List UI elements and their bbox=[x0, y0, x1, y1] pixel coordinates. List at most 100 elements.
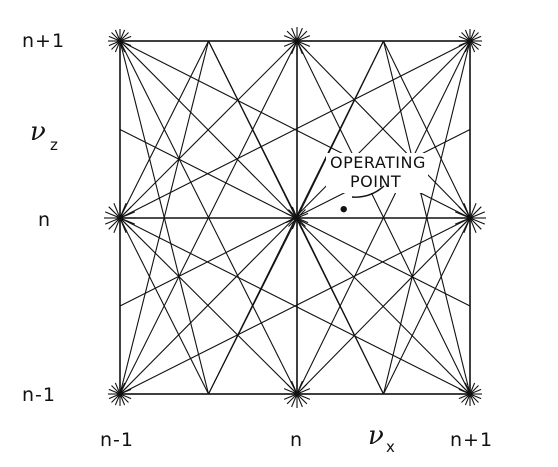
node-spike bbox=[469, 393, 482, 400]
node-spike bbox=[119, 393, 126, 406]
node-spike bbox=[454, 211, 471, 219]
node-spike bbox=[296, 380, 303, 395]
node-spike bbox=[469, 211, 486, 219]
node-spike bbox=[111, 385, 121, 395]
resonance-line bbox=[119, 40, 298, 219]
node-spike bbox=[464, 393, 471, 406]
node-spike bbox=[119, 32, 129, 42]
node-spike bbox=[296, 40, 311, 47]
node-spike bbox=[469, 35, 482, 42]
y-tick-label-bottom: n-1 bbox=[22, 384, 56, 406]
node-spike bbox=[296, 388, 311, 395]
node-spike bbox=[286, 40, 298, 52]
node-spike bbox=[119, 211, 136, 219]
resonance-line bbox=[208, 217, 298, 395]
node-spike bbox=[461, 385, 471, 395]
resonance-line bbox=[296, 40, 384, 219]
annotation-background bbox=[326, 153, 428, 193]
grid-frame bbox=[119, 40, 471, 395]
node-spike bbox=[296, 393, 303, 408]
node-spike bbox=[104, 211, 121, 219]
node-spike bbox=[291, 40, 298, 55]
node-spike bbox=[108, 217, 121, 230]
resonance-line bbox=[208, 40, 298, 219]
node-spike bbox=[119, 202, 127, 219]
node-spike bbox=[119, 217, 127, 234]
annotation-leader-line bbox=[351, 185, 385, 198]
node-spike bbox=[461, 393, 471, 403]
node-spike bbox=[119, 217, 132, 230]
node-spike bbox=[288, 209, 298, 219]
node-spike bbox=[469, 393, 476, 406]
node-spike bbox=[469, 388, 482, 395]
node-spike bbox=[296, 393, 308, 405]
node-spike bbox=[296, 40, 308, 52]
node-spike bbox=[119, 385, 129, 395]
node-spike bbox=[283, 393, 298, 400]
node-spike bbox=[283, 388, 298, 395]
resonance-line bbox=[383, 217, 471, 395]
node-spike bbox=[108, 393, 121, 400]
node-spike bbox=[458, 206, 471, 219]
node-spike bbox=[296, 209, 306, 219]
node-spike bbox=[286, 393, 298, 405]
node-spike bbox=[469, 206, 482, 219]
resonance-line bbox=[119, 217, 471, 395]
node-spike bbox=[469, 217, 482, 230]
node-spike bbox=[296, 35, 311, 42]
node-spike bbox=[463, 217, 471, 234]
operating-point-annotation: OPERATING POINT bbox=[326, 153, 428, 213]
y-axis-label: ν z bbox=[30, 117, 58, 154]
node-spike bbox=[114, 29, 121, 42]
x-axis-subscript: x bbox=[386, 438, 395, 456]
annotation-line-2: POINT bbox=[350, 172, 401, 191]
y-axis-symbol: ν bbox=[30, 117, 46, 147]
x-axis-symbol: ν bbox=[368, 421, 384, 451]
node-spike bbox=[458, 217, 471, 230]
node-spike bbox=[111, 40, 121, 50]
node-spike bbox=[104, 217, 121, 225]
node-spike bbox=[461, 32, 471, 42]
node-spike bbox=[108, 206, 121, 219]
node-spike bbox=[119, 206, 132, 219]
node-spike bbox=[469, 202, 477, 219]
resonance-line bbox=[296, 40, 471, 219]
node-spike bbox=[469, 385, 479, 395]
node-spike bbox=[119, 40, 129, 50]
y-tick-label-top: n+1 bbox=[22, 30, 65, 52]
node-spike bbox=[291, 380, 298, 395]
x-tick-label-middle: n bbox=[290, 429, 303, 451]
node-spike bbox=[283, 35, 298, 42]
operating-point-marker bbox=[340, 205, 347, 213]
x-tick-label-left: n-1 bbox=[100, 429, 134, 451]
node-spike bbox=[111, 393, 121, 403]
y-tick-label-middle: n bbox=[38, 209, 51, 231]
node-spike bbox=[108, 388, 121, 395]
node-spike bbox=[469, 393, 479, 403]
x-tick-label-right: n+1 bbox=[450, 429, 493, 451]
node-spike bbox=[469, 40, 482, 47]
node-spike bbox=[454, 217, 471, 225]
annotation-line-1: OPERATING bbox=[330, 153, 426, 172]
node-spike bbox=[296, 217, 306, 227]
resonance-line bbox=[119, 40, 209, 219]
node-spike bbox=[296, 30, 308, 42]
resonance-line bbox=[383, 40, 471, 219]
node-spike bbox=[119, 217, 136, 225]
node-spike bbox=[119, 29, 126, 42]
resonance-line bbox=[296, 217, 471, 395]
node-spike bbox=[283, 40, 298, 47]
node-spike bbox=[464, 29, 471, 42]
node-spike bbox=[469, 32, 479, 42]
node-spike bbox=[108, 40, 121, 47]
y-axis-subscript: z bbox=[50, 136, 58, 154]
node-spike bbox=[296, 27, 303, 42]
node-spike bbox=[114, 393, 121, 406]
node-spike bbox=[291, 393, 298, 408]
node-spike bbox=[111, 32, 121, 42]
node-spike bbox=[296, 393, 311, 400]
node-spike bbox=[288, 217, 298, 227]
resonance-line bbox=[119, 217, 298, 395]
x-axis-label: ν x bbox=[368, 421, 395, 456]
